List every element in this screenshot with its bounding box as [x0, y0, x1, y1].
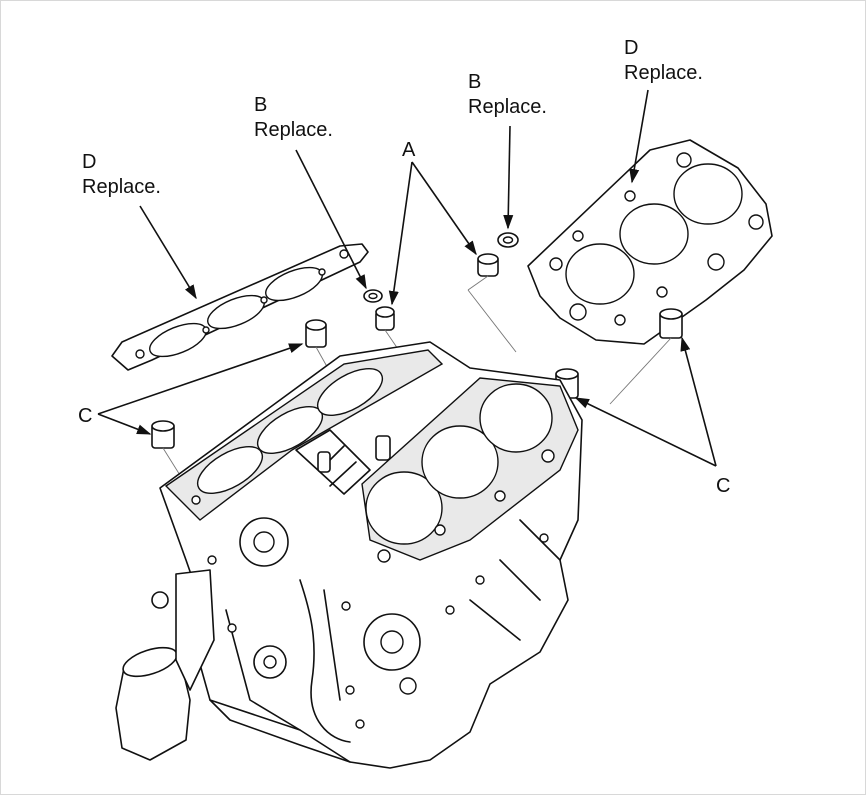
callout-d-right-letter: D [624, 37, 638, 59]
dowel-pin-1 [305, 319, 327, 348]
callout-d-left-note: Replace. [82, 176, 161, 198]
head-gasket-left [111, 243, 369, 371]
callout-b-right-letter: B [468, 71, 481, 93]
callout-d-right-note: Replace. [624, 62, 703, 84]
engine-block [159, 341, 583, 769]
o-ring-right [497, 232, 519, 248]
callout-c-left-letter: C [78, 405, 92, 427]
dowel-pin-2 [151, 420, 175, 449]
callout-b-left-letter: B [254, 94, 267, 116]
oil-jet-dowel-left [375, 306, 395, 331]
head-gasket-right [527, 139, 773, 345]
callout-c-right-letter: C [716, 475, 730, 497]
callout-a-letter: A [402, 139, 416, 161]
leader-lines [97, 89, 717, 467]
callout-b-right-note: Replace. [468, 96, 547, 118]
oil-filter [115, 569, 215, 761]
o-ring-left [363, 289, 383, 303]
callout-d-left-letter: D [82, 151, 96, 173]
dowel-pin-4 [659, 308, 683, 339]
oil-jet-dowel-right [477, 253, 499, 277]
callout-b-left-note: Replace. [254, 119, 333, 141]
